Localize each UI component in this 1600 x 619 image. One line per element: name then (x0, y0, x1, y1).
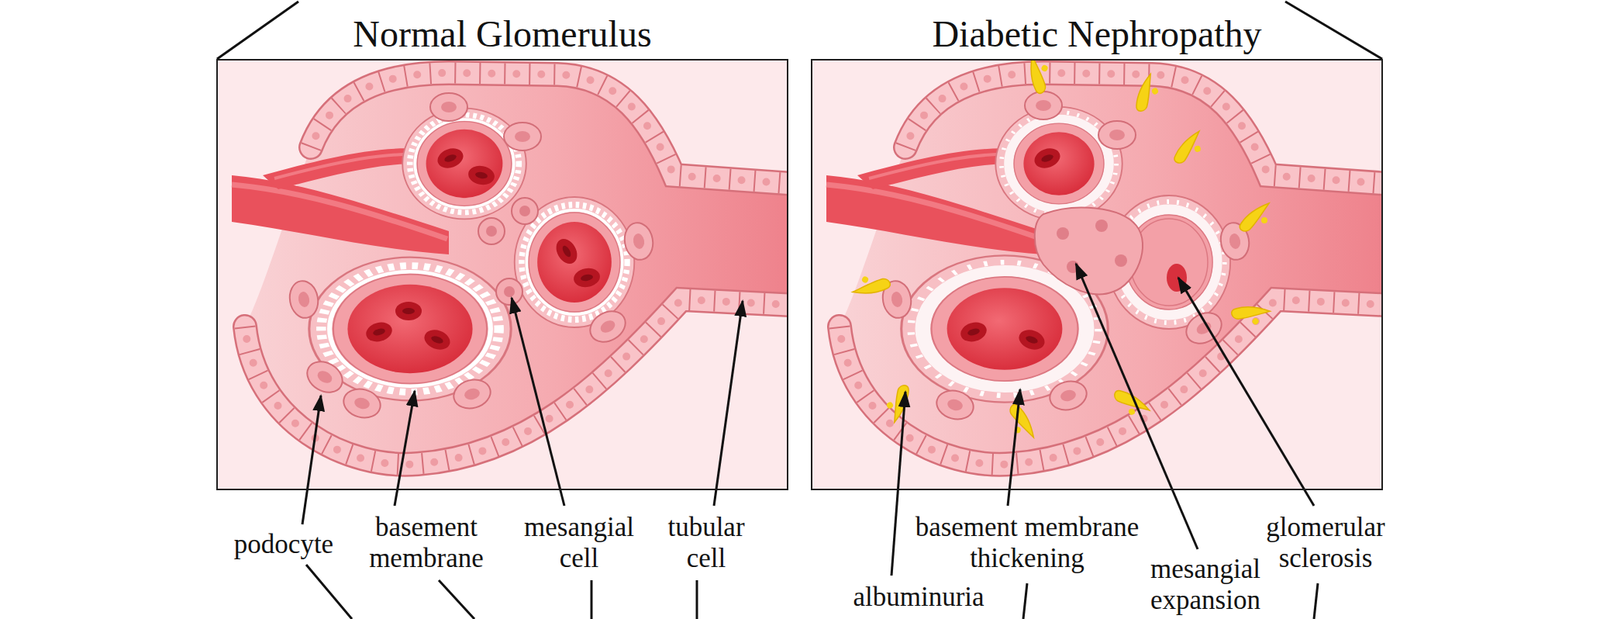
structure-label: tubular cell (655, 511, 757, 574)
structure-label: albuminuria (844, 581, 993, 613)
structure-label: mesangial cell (511, 511, 648, 574)
diabetic-glomerulus-drawing (810, 58, 1383, 490)
structure-label: basement membrane thickening (903, 511, 1152, 574)
panel: Diabetic Nephropathy (810, 58, 1383, 490)
bracket-line (1285, 1, 1383, 59)
normal-glomerulus-drawing (216, 58, 789, 490)
panel-heading: Diabetic Nephropathy (812, 12, 1382, 56)
panel-heading: Normal Glomerulus (217, 12, 787, 56)
structure-label: basement membrane (348, 511, 504, 574)
leader-lines (302, 263, 1318, 619)
panel: Normal Glomerulus (216, 58, 789, 490)
structure-label: mesangial expansion (1135, 553, 1276, 616)
bracket-line (217, 1, 299, 59)
structure-label: glomerular sclerosis (1251, 511, 1400, 574)
structure-label: podocyte (217, 528, 350, 560)
